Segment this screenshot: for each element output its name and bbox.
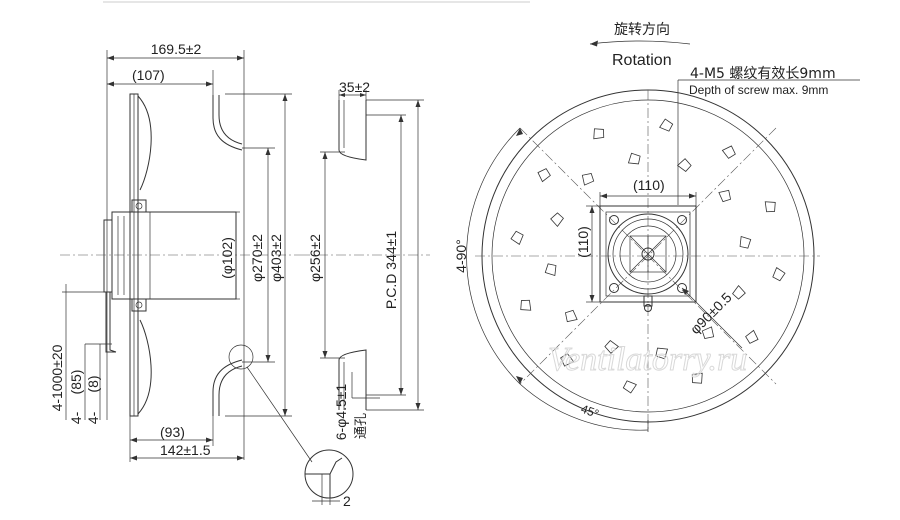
blade-slot	[718, 189, 732, 203]
dim-ring-holes-note: 通孔	[354, 413, 369, 439]
dim-square-v: (110)	[575, 226, 591, 258]
blade-slot	[581, 172, 595, 186]
blade-slot	[622, 380, 637, 394]
blade-slot	[627, 152, 641, 165]
rotation-cn: 旋转方向	[614, 22, 670, 38]
dim-cable-prefix-2: 4-	[85, 411, 101, 424]
dim-cable-length: 4-1000±20	[49, 344, 65, 411]
dim-ring-width: 35±2	[339, 79, 370, 95]
dim-inner-diameter: φ270±2	[249, 234, 265, 282]
rotation-en: Rotation	[612, 52, 672, 69]
blade-slot	[772, 267, 786, 282]
blade-slot	[691, 372, 703, 384]
blade-slot	[655, 347, 669, 360]
screw-note-cn: 4-M5 螺纹有效长9mm	[690, 66, 836, 82]
blade-slot	[510, 230, 524, 245]
blade-slot	[564, 309, 578, 323]
blade-slot	[739, 235, 752, 249]
screw-note-en: Depth of screw max. 9mm	[689, 83, 828, 97]
blade-slot	[701, 326, 715, 340]
blade-slot	[544, 263, 557, 277]
dim-detail: 2	[343, 493, 351, 509]
blade-slot	[732, 285, 746, 300]
dim-square-h: (110)	[633, 177, 665, 193]
dim-inner-length: (107)	[132, 67, 165, 83]
dim-angle-45: 45°	[579, 402, 601, 421]
blade-slot	[604, 340, 619, 354]
dim-ring-bore: φ256±2	[307, 234, 323, 282]
blade-slot	[593, 128, 605, 140]
blade-slot	[537, 168, 551, 183]
blade-slot	[550, 212, 564, 227]
dim-hub-diameter: (φ102)	[219, 237, 235, 279]
dim-cable-85: (85)	[68, 370, 84, 395]
blade-slot	[560, 353, 575, 367]
side-view: 169.5±2 (107) (φ102)	[49, 41, 313, 463]
blade-slots	[510, 118, 786, 394]
dim-bottom-93: (93)	[160, 424, 185, 440]
blade-slot	[745, 329, 759, 344]
blade-slot	[721, 145, 736, 159]
ring-view: 35±2 φ256±2 P.C.D 344±1 6-φ4.5±1 通孔	[300, 79, 430, 440]
blade-slot	[659, 118, 674, 132]
dim-angle-4x90: 4-90°	[453, 239, 469, 273]
dim-total-length: 169.5±2	[151, 41, 202, 57]
dim-bottom-142: 142±1.5	[160, 442, 211, 458]
blade-slot	[520, 299, 532, 311]
dim-outer-diameter: φ403±2	[268, 234, 284, 282]
detail-view: 2	[304, 449, 354, 509]
dim-ring-pcd: P.C.D 344±1	[383, 231, 399, 309]
blade-slot	[764, 201, 776, 213]
dim-ring-holes: 6-φ4.5±1	[333, 384, 349, 441]
dim-cable-prefix-1: 4-	[68, 411, 84, 424]
dim-cable-8: (8)	[85, 375, 101, 392]
front-view: 旋转方向 Rotation 4-M5 螺纹有效长9mm Depth of scr…	[453, 22, 860, 432]
watermark: Ventilatorry.ru	[548, 341, 747, 378]
blade-slot	[677, 158, 692, 172]
